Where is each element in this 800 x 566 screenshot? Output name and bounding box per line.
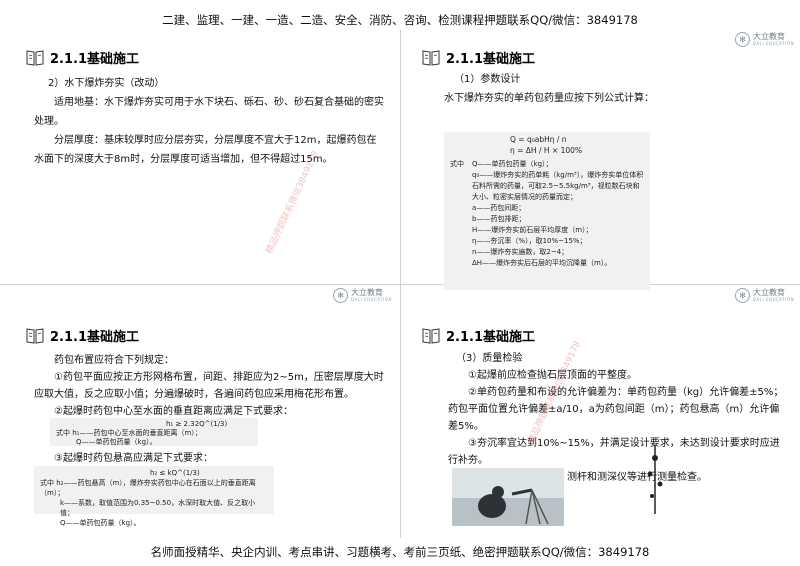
slide-1: 2.1.1基础施工 2）水下爆炸夯实（改动） 适用地基：水下爆炸夯实可用于水下块… bbox=[0, 30, 398, 282]
book-icon bbox=[26, 327, 44, 344]
slide-title: 2.1.1基础施工 bbox=[446, 330, 536, 345]
formula-definition: η——夯沉率（%），取10%~15%； bbox=[472, 237, 587, 245]
level-rod-photo bbox=[640, 444, 670, 516]
paragraph: ①药包平面应按正方形网格布置，间距、排距应为2~5m，压密层厚度大时应取大值，反… bbox=[34, 372, 384, 400]
formula-equation: Q = q₀abHη / n bbox=[510, 135, 567, 144]
paragraph: 适用地基：水下爆炸夯实可用于水下块石、砾石、砂、砂石复合基础的密实处理。 bbox=[34, 97, 384, 127]
book-icon bbox=[26, 49, 44, 66]
slide-title: 2.1.1基础施工 bbox=[50, 52, 140, 67]
formula-equation: η = ΔH / H × 100% bbox=[510, 146, 583, 155]
formula-definition: b——药包排距； bbox=[472, 215, 526, 223]
paragraph: ②单药包药量和布设的允许偏差为：单药包药量（kg）允许偏差±5%；药包平面位置允… bbox=[448, 387, 784, 432]
header-banner: 二建、监理、一建、一造、二造、安全、消防、咨询、检测课程押题联系QQ/微信：38… bbox=[162, 13, 638, 27]
formula-equation: h₂ ≤ kQ^(1/3) bbox=[150, 469, 200, 477]
formula-definition: 式中 h₂——药包悬高（m），爆炸夯实药包中心在石面以上的垂直距离（m）； bbox=[40, 479, 256, 497]
formula-box-hang-height: h₂ ≤ kQ^(1/3) 式中 h₂——药包悬高（m），爆炸夯实药包中心在石面… bbox=[34, 466, 274, 527]
formula-definition: ΔH——爆炸夯实后石层的平均沉降量（m）。 bbox=[472, 259, 612, 267]
footer-banner: 名师面授精华、央企内训、考点串讲、习题横考、考前三页纸、绝密押题联系QQ/微信：… bbox=[150, 545, 650, 559]
paragraph: 药包布置应符合下列规定： bbox=[54, 355, 174, 366]
paragraph: ③夯沉率宜达到10%~15%，并满足设计要求，未达到设计要求时应进行补夯。 bbox=[448, 438, 780, 466]
formula-box-depth: h₁ ≥ 2.32Q^(1/3) 式中 h₁——药包中心至水面的垂直距离（m）；… bbox=[50, 418, 258, 446]
formula-definition: 式中 h₁——药包中心至水面的垂直距离（m）； bbox=[56, 429, 202, 437]
formula-definition: k——系数，取值范围为0.35~0.50，水深时取大值、反之取小值； bbox=[60, 499, 256, 517]
logo-icon: ✻ bbox=[735, 32, 751, 47]
formula-definition: Q——单药包药量（kg）； bbox=[472, 160, 553, 168]
subheading: （3）质量检验 bbox=[456, 353, 523, 364]
paragraph: 水下爆炸夯实的单药包药量应按下列公式计算： bbox=[444, 93, 654, 104]
subheading: （1）参数设计 bbox=[454, 74, 521, 85]
horizontal-divider bbox=[0, 284, 800, 285]
slide-title: 2.1.1基础施工 bbox=[446, 52, 536, 67]
paragraph: ①起爆前应检查抛石层顶面的平整度。 bbox=[468, 370, 637, 381]
survey-photo bbox=[452, 468, 564, 526]
formula-definition: a——药包间距； bbox=[472, 204, 526, 212]
formula-definition: Q——单药包药量（kg）。 bbox=[60, 519, 141, 527]
book-icon bbox=[422, 327, 440, 344]
logo-icon: ✻ bbox=[333, 288, 349, 303]
subheading: 2）水下爆炸夯实（改动） bbox=[48, 78, 165, 89]
slide-title: 2.1.1基础施工 bbox=[50, 330, 140, 345]
paragraph: 分层厚度：基床较厚时应分层夯实，分层厚度不宜大于12m，起爆药包在水面下的深度大… bbox=[34, 135, 377, 165]
book-icon bbox=[422, 49, 440, 66]
formula-equation: h₁ ≥ 2.32Q^(1/3) bbox=[166, 420, 228, 428]
paragraph: ④夯沉率可采用水砣、测杆和测深仪等进行测量检查。 bbox=[468, 472, 707, 483]
formula-definition: n——爆炸夯实遍数，取2~4； bbox=[472, 248, 569, 256]
formula-definition: q₀——爆炸夯实的药单耗（kg/m³），爆炸夯实单位体积石料所需的药量，可取2.… bbox=[472, 171, 644, 201]
paragraph: ③起爆时药包悬高应满足下式要求： bbox=[54, 453, 213, 464]
logo-icon: ✻ bbox=[735, 288, 751, 303]
formula-definition: H——爆炸夯实前石层平均厚度（m）； bbox=[472, 226, 593, 234]
paragraph: ②起爆时药包中心至水面的垂直距离应满足下式要求： bbox=[54, 406, 293, 417]
formula-definition: Q——单药包药量（kg）。 bbox=[76, 438, 157, 446]
